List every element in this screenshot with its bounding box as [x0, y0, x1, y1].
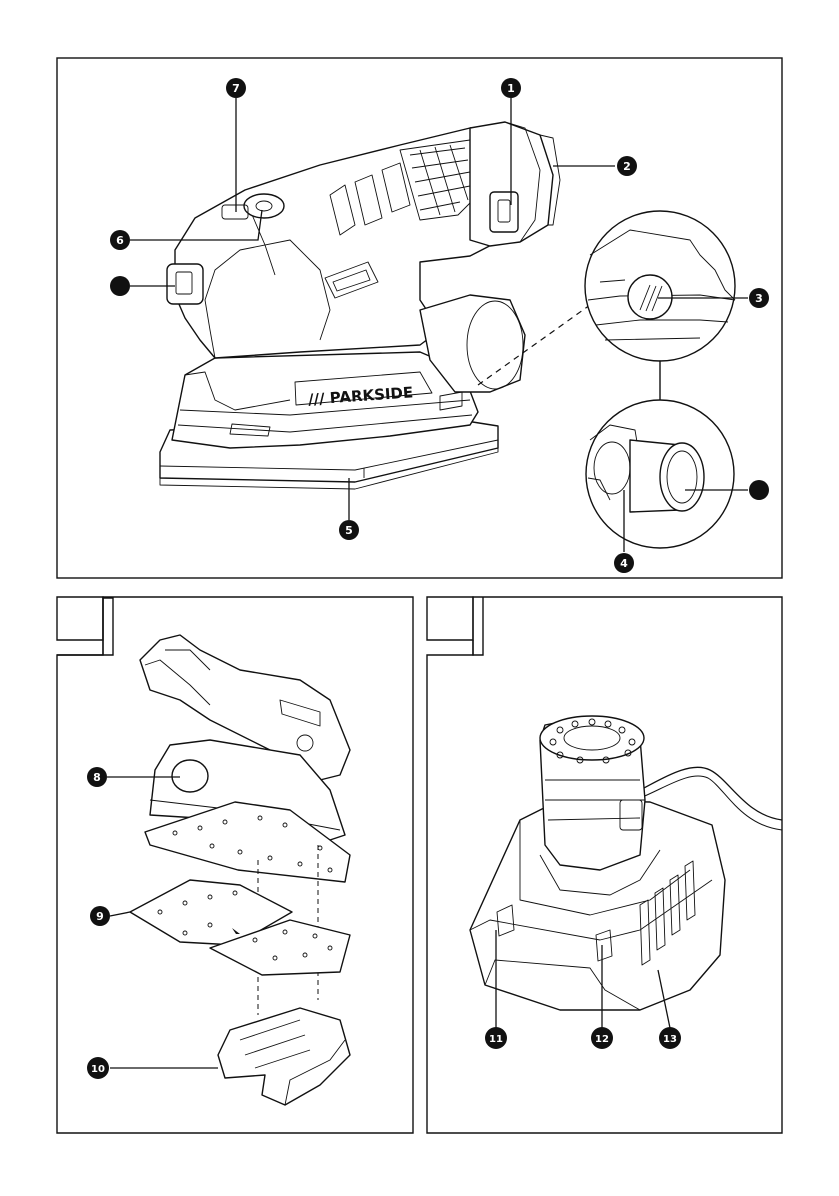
- svg-text:13: 13: [663, 1034, 677, 1045]
- svg-text:12: 12: [595, 1034, 609, 1045]
- svg-text:8: 8: [93, 771, 101, 784]
- sander-exploded-view: [130, 635, 350, 1105]
- callout-11: 11: [485, 1027, 507, 1049]
- speed-button: [244, 194, 284, 218]
- callout-12: 12: [591, 1027, 613, 1049]
- callout-6: 6: [110, 230, 130, 250]
- svg-text:4: 4: [620, 557, 628, 570]
- callout-4: 4: [614, 553, 634, 573]
- callout-2: 2: [617, 156, 637, 176]
- callout-5: 5: [339, 520, 359, 540]
- panel-a-tab: [57, 597, 103, 640]
- callout-3: 3: [749, 288, 769, 308]
- callout-blank-left: [110, 276, 130, 296]
- svg-text:3: 3: [755, 292, 763, 305]
- battery-release-button: [490, 192, 518, 232]
- callout-13: 13: [659, 1027, 681, 1049]
- zoom-circle-lower: [586, 400, 734, 548]
- svg-text:5: 5: [345, 524, 353, 537]
- sanding-tip-attachment: [218, 1008, 350, 1105]
- svg-text:2: 2: [623, 160, 631, 173]
- svg-text:9: 9: [96, 910, 104, 923]
- panel-b-tab: [427, 597, 473, 640]
- dust-container-release: [628, 275, 672, 319]
- panel-b-inner-frame: [473, 597, 483, 655]
- callout-9: 9: [90, 906, 110, 926]
- svg-text:10: 10: [91, 1064, 105, 1075]
- svg-text:11: 11: [489, 1034, 503, 1045]
- callout-1: 1: [501, 78, 521, 98]
- svg-text:6: 6: [116, 234, 124, 247]
- callout-blank-right: [749, 480, 769, 500]
- callout-8: 8: [87, 767, 107, 787]
- on-off-switch: [167, 264, 203, 304]
- zoom-circle-upper: [585, 211, 735, 361]
- svg-text:1: 1: [507, 82, 515, 95]
- callout-10: 10: [87, 1057, 109, 1079]
- charger-illustration: [470, 716, 782, 1010]
- svg-text:7: 7: [232, 82, 240, 95]
- panel-a-inner-frame: [57, 597, 113, 655]
- dust-outlet: [172, 760, 208, 792]
- callout-7: 7: [226, 78, 246, 98]
- sander-illustration: /// PARKSIDE: [160, 122, 560, 489]
